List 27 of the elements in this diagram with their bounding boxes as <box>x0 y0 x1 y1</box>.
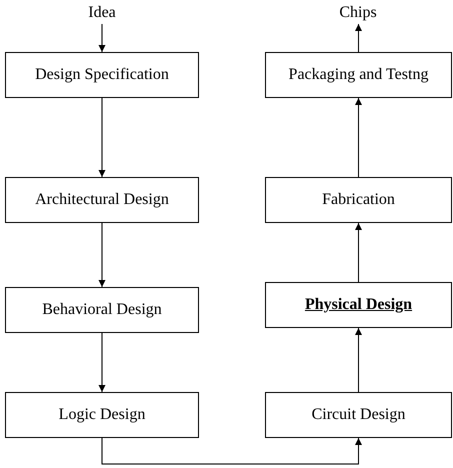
box-text: Design Specification <box>35 66 169 84</box>
process-box <box>5 177 199 223</box>
arrow <box>98 332 106 392</box>
process-box <box>265 52 452 98</box>
box-text: Packaging and Testng <box>288 66 428 84</box>
terminal-label: Idea <box>88 4 116 22</box>
box-text: Circuit Design <box>312 406 406 424</box>
arrow <box>355 222 362 282</box>
arrow <box>355 98 362 178</box>
arrow <box>355 24 362 52</box>
box-text: Architectural Design <box>35 191 169 209</box>
process-box <box>5 392 199 438</box>
box-text: Fabrication <box>322 191 395 209</box>
arrow <box>98 98 106 178</box>
box-text: Physical Design <box>304 296 412 314</box>
terminal-label: Chips <box>339 4 377 22</box>
process-box <box>265 282 452 328</box>
box-text: Logic Design <box>58 406 146 424</box>
process-box <box>5 52 199 98</box>
box-text: Behavioral Design <box>42 301 162 319</box>
process-box <box>265 392 452 438</box>
process-box <box>265 177 452 223</box>
arrow <box>102 438 362 464</box>
arrow <box>355 328 362 392</box>
process-box <box>5 287 199 333</box>
arrow <box>98 222 106 288</box>
arrow <box>98 24 106 52</box>
